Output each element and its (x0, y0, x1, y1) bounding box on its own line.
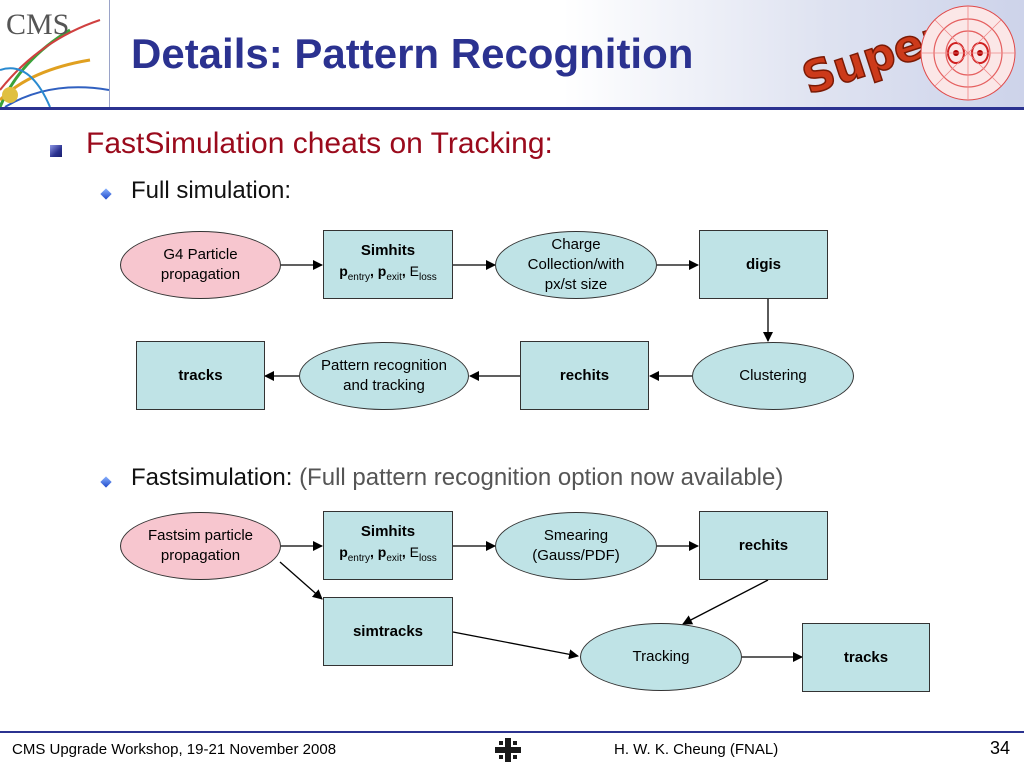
node-text-line: Charge (551, 236, 601, 253)
node-text-line: (Gauss/PDF) (532, 547, 620, 564)
node-simhits-fast: Simhits pentry, pexit, Eloss (323, 511, 453, 580)
node-simtracks: simtracks (323, 597, 453, 666)
cms-logo: CMS (0, 0, 110, 108)
node-label: Tracking (632, 648, 690, 665)
slide-title: Details: Pattern Recognition (131, 30, 694, 77)
simhits-variables: pentry, pexit, Eloss (339, 544, 437, 564)
slide-header (0, 0, 1024, 108)
node-text-line: and tracking (343, 377, 425, 394)
node-text-line: Smearing (543, 527, 609, 544)
node-label: rechits (738, 536, 789, 554)
node-fastsim-particle-propagation: Fastsim particle propagation (120, 512, 281, 580)
bullet-main: FastSimulation cheats on Tracking: (86, 127, 553, 160)
square-bullet-icon (50, 145, 62, 157)
node-label: digis (745, 255, 781, 273)
node-tracks-fast: tracks (802, 623, 930, 692)
node-digis: digis (699, 230, 828, 299)
node-clustering: Clustering (692, 342, 854, 410)
node-text-line: Collection/with (527, 256, 625, 273)
node-text-line: Pattern recognition (321, 357, 447, 374)
cms-logo-graphic: CMS (0, 0, 110, 108)
node-label: simtracks (352, 622, 424, 640)
node-text-line: px/st size (544, 276, 608, 293)
arrow-simtracks-to-tracking (452, 631, 579, 660)
fermilab-logo-icon (495, 738, 521, 762)
node-rechits-fast: rechits (699, 511, 828, 580)
arrow-rechits-to-tracking (682, 579, 769, 625)
bullet-full-simulation: Full simulation: (131, 177, 292, 204)
node-label: rechits (559, 366, 610, 384)
bullet-fastsimulation: Fastsimulation: (Full pattern recognitio… (131, 464, 783, 492)
header-divider (0, 107, 1024, 110)
node-text-line: Fastsim particle (147, 527, 254, 544)
simhits-title: Simhits (360, 242, 416, 260)
footer-divider (0, 731, 1024, 733)
node-text-line: G4 Particle (163, 246, 238, 263)
node-rechits-full: rechits (520, 341, 649, 410)
page-number: 34 (990, 738, 1011, 758)
node-text-line: propagation (160, 547, 241, 564)
node-text-line: propagation (160, 266, 241, 283)
node-pattern-recognition: Pattern recognition and tracking (299, 342, 469, 410)
node-label: Clustering (739, 367, 807, 384)
fastsim-note: (Full pattern recognition option now ava… (299, 464, 784, 491)
node-label: tracks (178, 366, 223, 384)
simhits-title: Simhits (360, 523, 416, 541)
footer-event: CMS Upgrade Workshop, 19-21 November 200… (12, 741, 337, 758)
node-tracks-full: tracks (136, 341, 265, 410)
node-smearing: Smearing (Gauss/PDF) (495, 512, 657, 580)
simhits-variables: pentry, pexit, Eloss (339, 263, 437, 283)
node-charge-collection: Charge Collection/with px/st size (495, 231, 657, 299)
node-g4-particle-propagation: G4 Particle propagation (120, 231, 281, 299)
arrow-fastsim-to-simtracks (279, 561, 323, 600)
cms-logo-text: CMS (6, 8, 69, 41)
node-tracking: Tracking (580, 623, 742, 691)
footer-author: H. W. K. Cheung (FNAL) (614, 741, 779, 758)
node-simhits-full: Simhits pentry, pexit, Eloss (323, 230, 453, 299)
fastsim-label: Fastsimulation: (131, 464, 293, 491)
super-lhc-logo: Super (790, 0, 1024, 107)
node-label: tracks (843, 648, 889, 666)
